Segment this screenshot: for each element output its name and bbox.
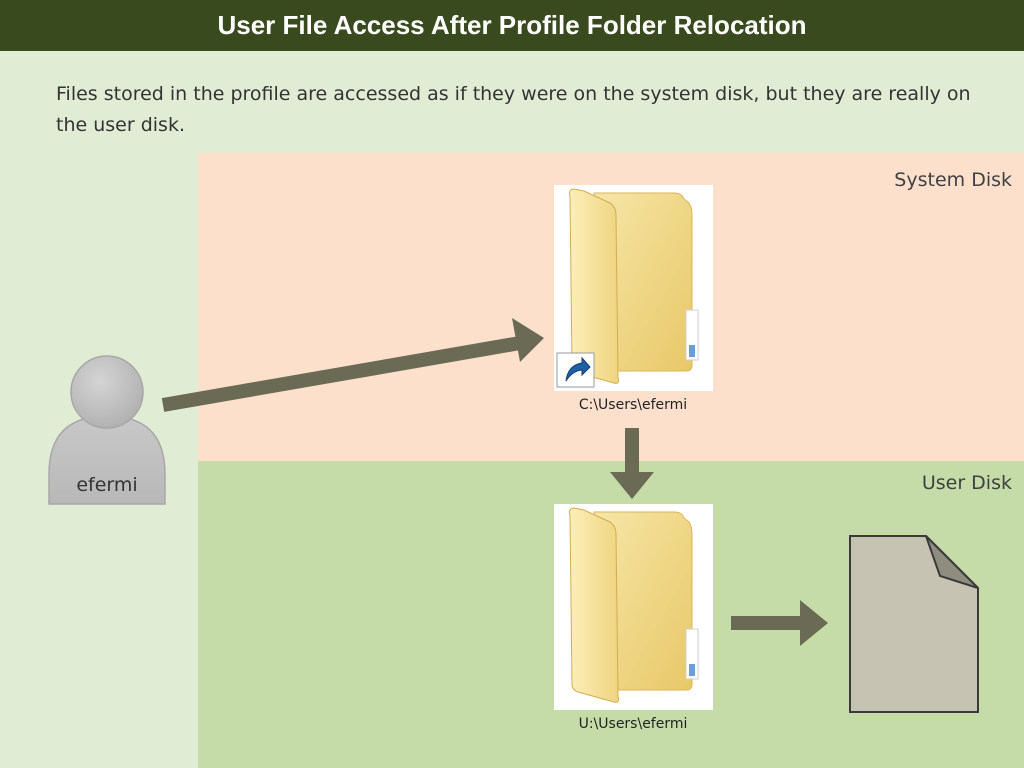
- person-icon: [48, 355, 166, 505]
- slide-title: User File Access After Profile Folder Re…: [0, 0, 1024, 51]
- access-arrow: [161, 318, 544, 412]
- user-folder[interactable]: [554, 504, 713, 710]
- system-folder-path: C:\Users\efermi: [578, 397, 688, 413]
- shortcut-arrow-icon: [556, 352, 595, 388]
- slide-subtitle: Files stored in the profile are accessed…: [56, 83, 971, 136]
- redirect-arrow: [610, 428, 654, 499]
- user-disk-label: User Disk: [921, 472, 1012, 494]
- system-disk-label: System Disk: [894, 169, 1012, 191]
- user-folder-path: U:\Users\efermi: [578, 716, 688, 732]
- user-name-label: efermi: [76, 474, 138, 496]
- folder-shortcut-icon: [556, 188, 699, 388]
- system-folder-shortcut[interactable]: [554, 185, 713, 391]
- file-arrow: [731, 600, 828, 646]
- document-icon: [849, 535, 979, 713]
- folder-icon: [569, 507, 699, 703]
